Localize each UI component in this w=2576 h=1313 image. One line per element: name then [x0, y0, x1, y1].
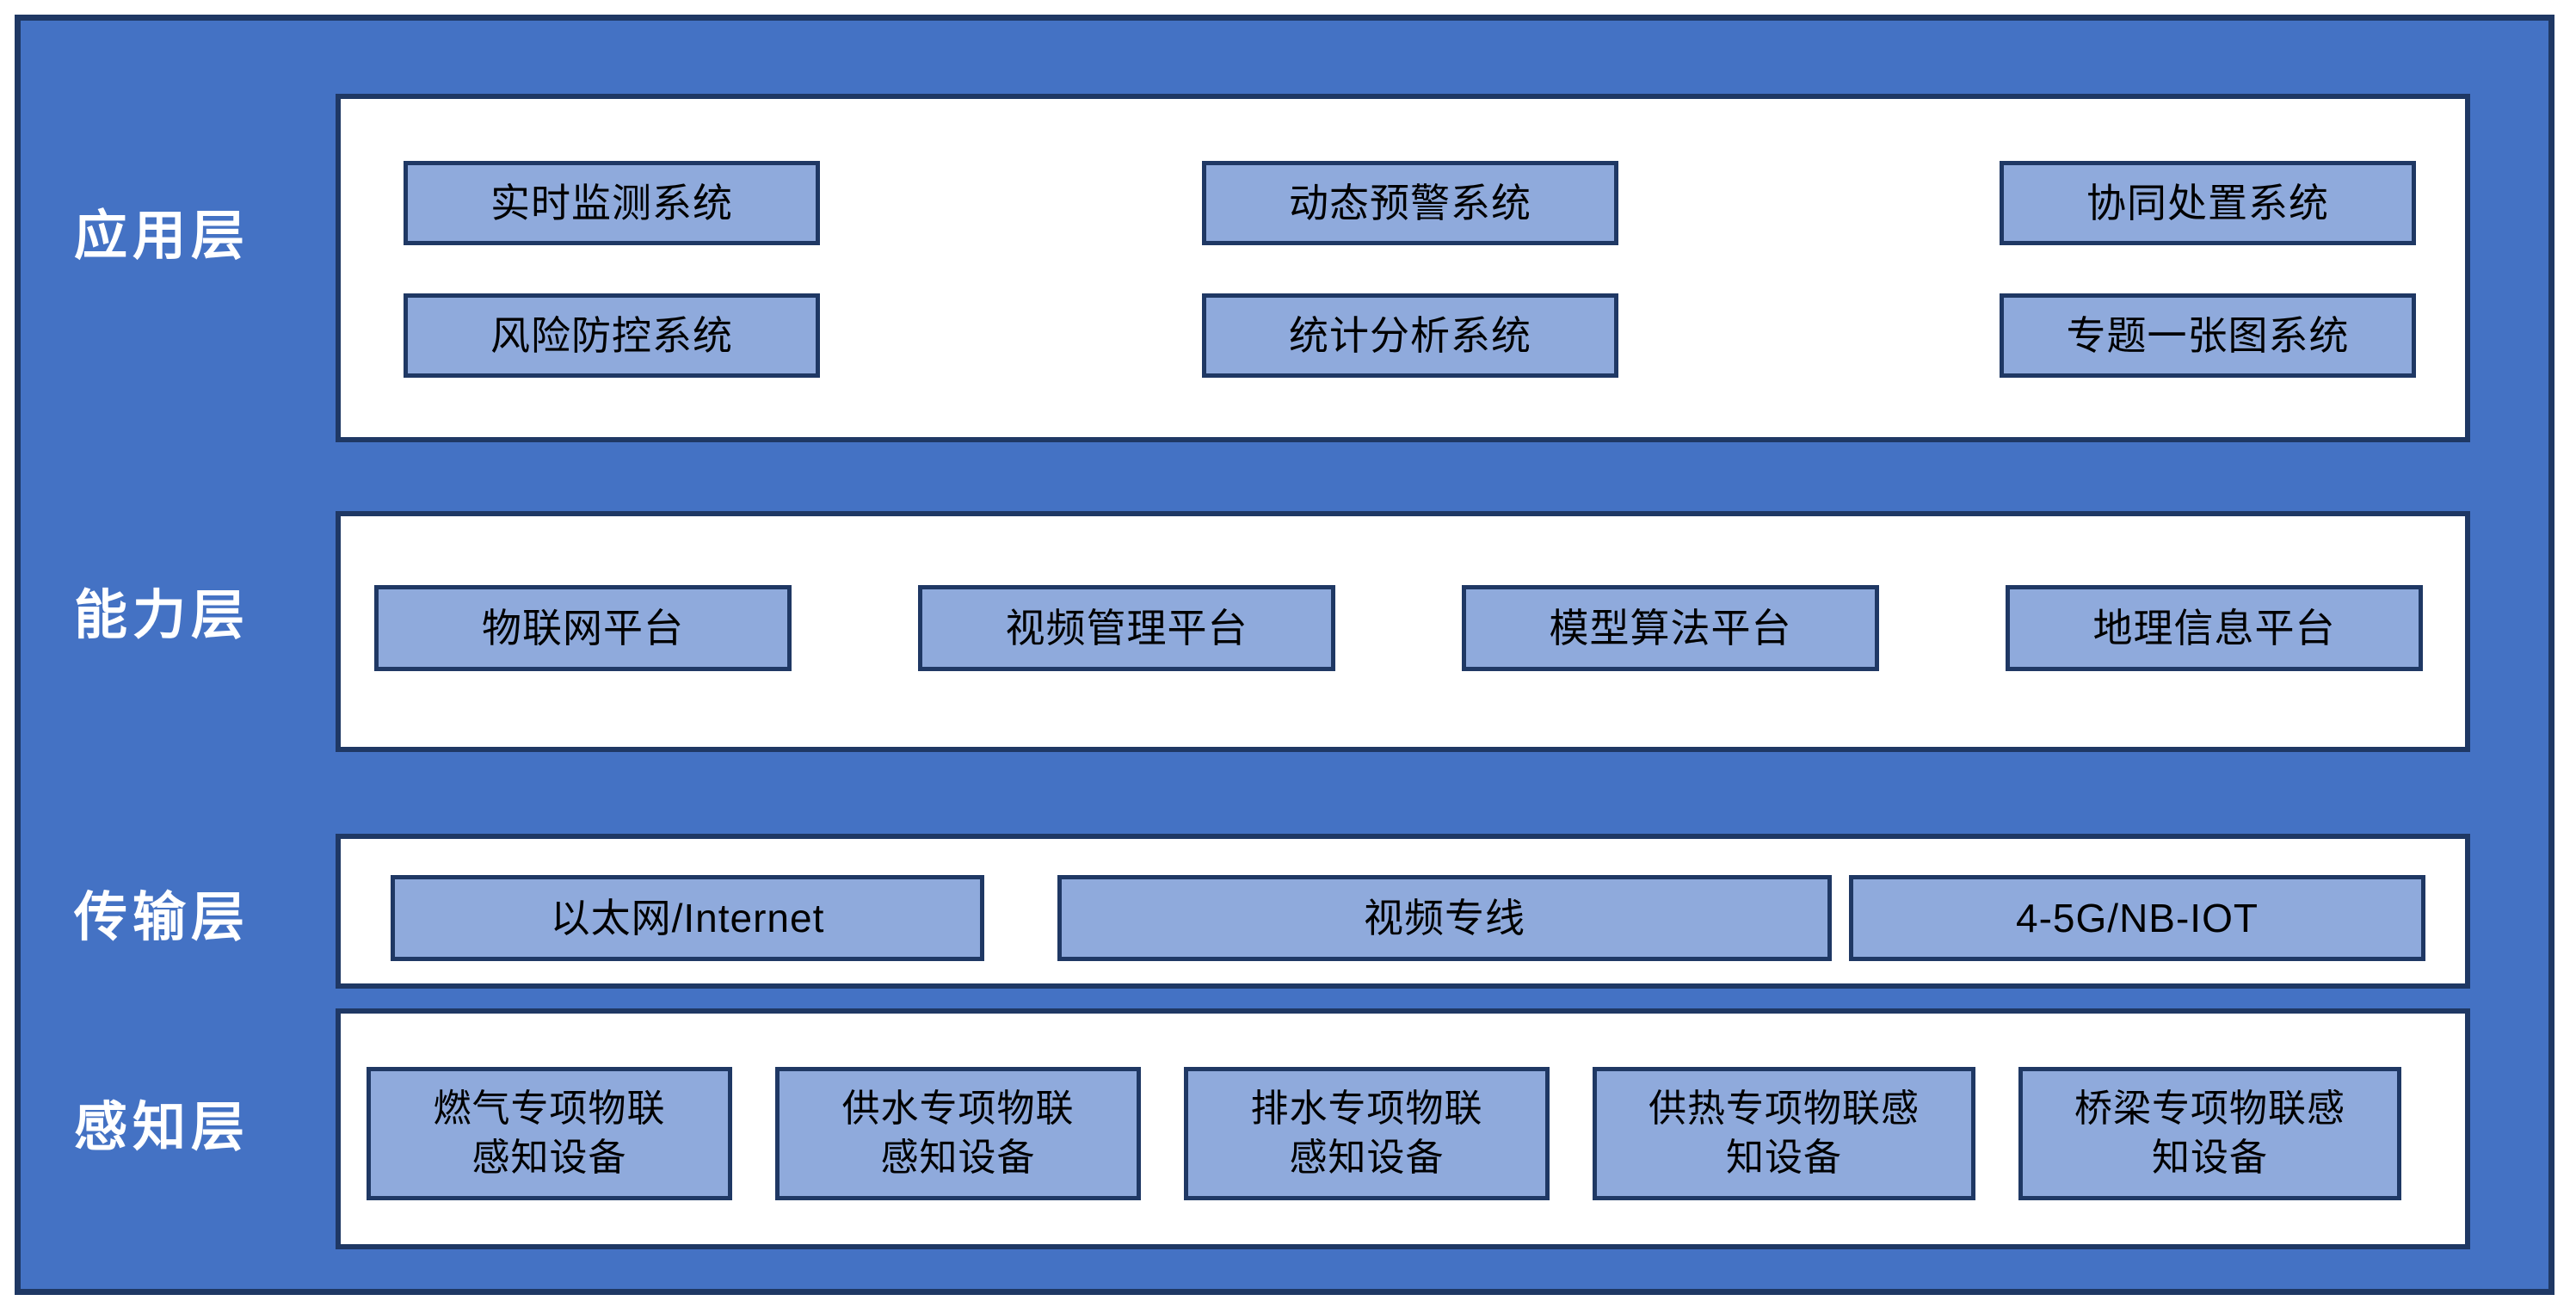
node-gis-platform[interactable]: 地理信息平台 [2006, 585, 2423, 671]
node-realtime-monitoring-system[interactable]: 实时监测系统 [404, 161, 820, 245]
node-drainage-iot-sensing-device[interactable]: 排水专项物联 感知设备 [1184, 1067, 1550, 1200]
node-heating-iot-sensing-device[interactable]: 供热专项物联感 知设备 [1593, 1067, 1975, 1200]
panel-perception-layer: 燃气专项物联 感知设备 供水专项物联 感知设备 排水专项物联 感知设备 供热专项… [336, 1008, 2470, 1249]
layer-label-application: 应用层 [74, 207, 250, 266]
panel-capability-layer: 物联网平台 视频管理平台 模型算法平台 地理信息平台 [336, 511, 2470, 752]
node-ethernet-internet[interactable]: 以太网/Internet [391, 875, 984, 961]
node-dynamic-warning-system[interactable]: 动态预警系统 [1202, 161, 1618, 245]
node-4-5g-nb-iot[interactable]: 4-5G/NB-IOT [1849, 875, 2425, 961]
panel-transport-layer: 以太网/Internet 视频专线 4-5G/NB-IOT [336, 834, 2470, 989]
node-video-dedicated-line[interactable]: 视频专线 [1057, 875, 1832, 961]
node-statistical-analysis-system[interactable]: 统计分析系统 [1202, 293, 1618, 378]
architecture-diagram: 应用层 能力层 传输层 感知层 实时监测系统 动态预警系统 协同处置系统 风险防… [15, 15, 2554, 1295]
node-iot-platform[interactable]: 物联网平台 [374, 585, 792, 671]
node-model-algorithm-platform[interactable]: 模型算法平台 [1462, 585, 1879, 671]
layer-label-transport: 传输层 [74, 888, 250, 947]
node-video-management-platform[interactable]: 视频管理平台 [918, 585, 1335, 671]
node-gas-iot-sensing-device[interactable]: 燃气专项物联 感知设备 [367, 1067, 732, 1200]
panel-application-layer: 实时监测系统 动态预警系统 协同处置系统 风险防控系统 统计分析系统 专题一张图… [336, 94, 2470, 442]
node-bridge-iot-sensing-device[interactable]: 桥梁专项物联感 知设备 [2018, 1067, 2401, 1200]
node-water-supply-iot-sensing-device[interactable]: 供水专项物联 感知设备 [775, 1067, 1141, 1200]
layer-label-capability: 能力层 [74, 586, 250, 645]
layer-label-perception: 感知层 [74, 1098, 250, 1157]
node-risk-prevention-system[interactable]: 风险防控系统 [404, 293, 820, 378]
node-thematic-map-system[interactable]: 专题一张图系统 [2000, 293, 2416, 378]
node-collaborative-disposal-system[interactable]: 协同处置系统 [2000, 161, 2416, 245]
